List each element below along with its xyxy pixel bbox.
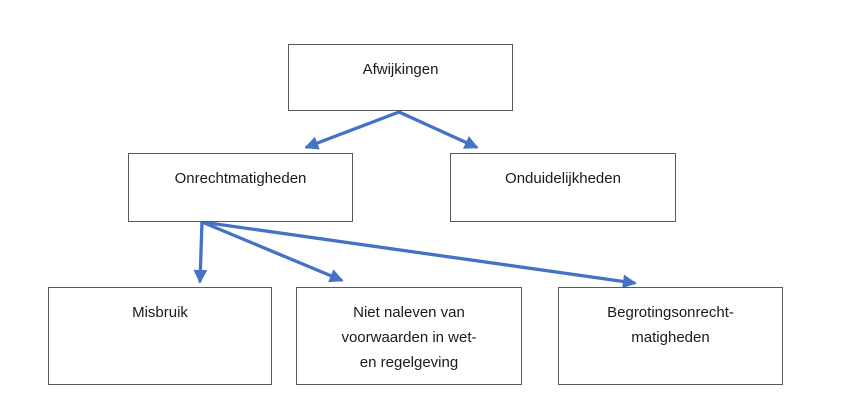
arrow-afwijkingen-to-onduidelijkheden	[397, 110, 479, 149]
node-niet-naleven-van-voorwaarden: Niet naleven van voorwaarden in wet- en …	[296, 287, 522, 385]
arrow-afwijkingen-to-onrechtmatigheden	[304, 110, 401, 150]
arrow-onrechtmatigheden-to-misbruik	[193, 220, 208, 284]
arrow-onrechtmatigheden-to-begrotingsonrechtmatigheden	[200, 220, 637, 289]
node-afwijkingen: Afwijkingen	[288, 44, 513, 111]
node-onduidelijkheden: Onduidelijkheden	[450, 153, 676, 222]
arrow-onrechtmatigheden-to-niet-naleven	[200, 220, 344, 283]
node-begrotingsonrechtmatigheden: Begrotingsonrecht- matigheden	[558, 287, 783, 385]
node-onrechtmatigheden: Onrechtmatigheden	[128, 153, 353, 222]
node-misbruik: Misbruik	[48, 287, 272, 385]
